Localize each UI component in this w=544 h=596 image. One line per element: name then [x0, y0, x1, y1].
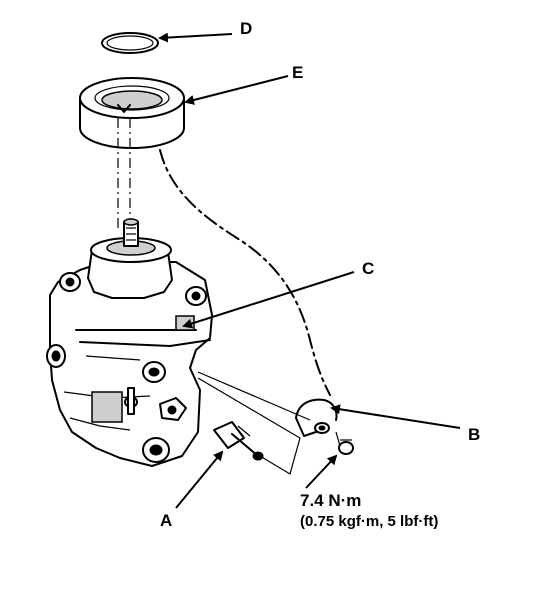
torque-conversion: (0.75 kgf·m, 5 lbf·ft): [300, 513, 438, 530]
callout-c: C: [362, 259, 374, 278]
compressor-body: [46, 218, 213, 467]
field-coil-e: [79, 77, 185, 149]
arrow-torque: [305, 454, 338, 489]
snap-ring-d: [101, 32, 159, 54]
callout-e: E: [292, 63, 303, 82]
arrow-b: [330, 404, 461, 429]
arrow-e: [184, 75, 289, 105]
wire-clip-b: [295, 398, 338, 437]
arrow-c: [182, 271, 355, 329]
arrow-a: [175, 450, 224, 509]
connector-a: [213, 421, 264, 461]
callout-b: B: [468, 425, 480, 444]
torque-value: 7.4 N·m: [300, 491, 361, 510]
coil-lead-wire: [159, 149, 331, 396]
arrow-d: [158, 32, 233, 43]
callout-a: A: [160, 511, 172, 530]
callout-d: D: [240, 19, 252, 38]
mounting-bolt: [335, 431, 354, 455]
